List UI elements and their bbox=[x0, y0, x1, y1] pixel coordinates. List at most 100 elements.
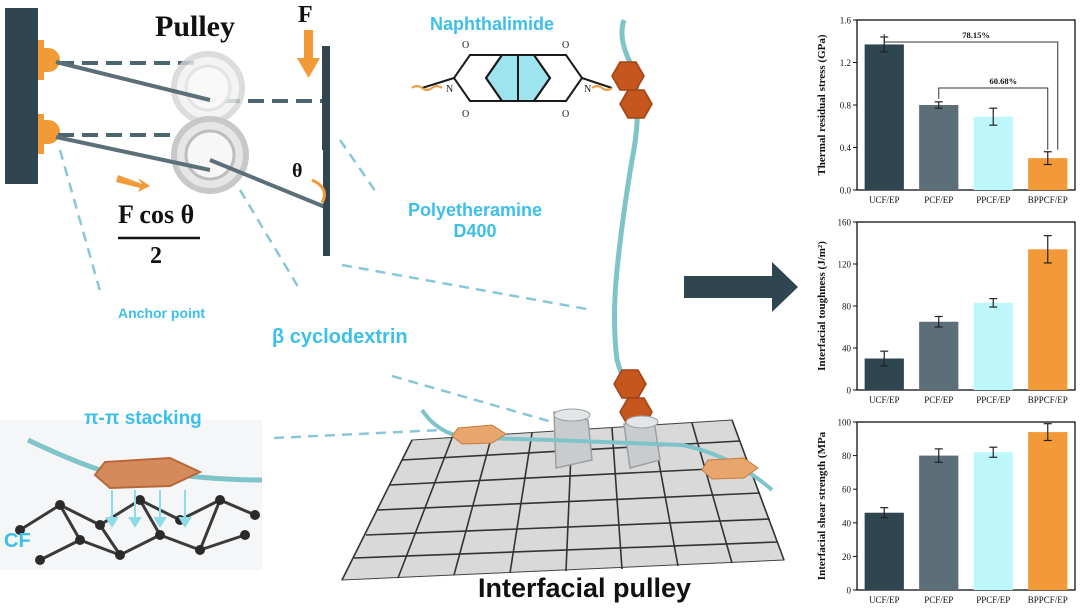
bar-bppcf-ep bbox=[1028, 432, 1068, 590]
leader-stacking bbox=[273, 428, 443, 440]
theta-label: θ bbox=[292, 160, 303, 182]
naphthalimide-label: Naphthalimide bbox=[430, 14, 555, 34]
atom-o2: O bbox=[562, 40, 569, 51]
bar-ppcf-ep bbox=[973, 452, 1013, 590]
big-arrow-shaft bbox=[684, 276, 774, 298]
bar-upper bbox=[322, 46, 330, 150]
force-label: F bbox=[298, 2, 313, 28]
fcos-numerator: F cos θ bbox=[118, 200, 195, 229]
force-arrow-shaft bbox=[304, 30, 313, 60]
bracket-1 bbox=[883, 34, 1059, 150]
x-tick-label: BPPCF/EP bbox=[1028, 195, 1068, 205]
y-tick-label: 60 bbox=[842, 485, 852, 495]
interfacial-pulley-title: Interfacial pulley bbox=[478, 573, 692, 603]
rope-right bbox=[209, 158, 326, 209]
bracket-2 bbox=[938, 87, 1049, 150]
bar-pcf-ep bbox=[919, 105, 959, 190]
inset-bg bbox=[0, 420, 262, 570]
wall-block bbox=[5, 8, 38, 184]
x-tick-label: UCF/EP bbox=[869, 195, 900, 205]
y-tick-label: 0.0 bbox=[840, 186, 852, 196]
x-tick-label: PCF/EP bbox=[924, 395, 953, 405]
x-tick-label: BPPCF/EP bbox=[1028, 595, 1068, 605]
stacking-arrows bbox=[105, 490, 192, 528]
ghost-pulley-hub bbox=[184, 64, 232, 112]
force-arrow-head bbox=[297, 58, 320, 78]
cyclodextrin-label: β cyclodextrin bbox=[272, 326, 408, 348]
top-aromatic-unit bbox=[611, 61, 653, 119]
cf-label: CF bbox=[4, 530, 31, 552]
fcos-denominator: 2 bbox=[150, 243, 162, 269]
y-axis-label: Interfacial shear strength (MPa bbox=[816, 431, 828, 580]
pi-stacking-label: π-π stacking bbox=[84, 408, 202, 429]
big-arrow-head bbox=[772, 262, 798, 312]
bar-ucf-ep bbox=[864, 512, 904, 590]
anchor-bottom-plate bbox=[38, 114, 44, 154]
y-tick-label: 0 bbox=[847, 586, 852, 596]
main-pulley-hub bbox=[184, 129, 236, 181]
bar-pcf-ep bbox=[919, 321, 959, 390]
interfacial-pulley-diagram: O O O O N N bbox=[273, 19, 798, 581]
annotation-2: 60.68% bbox=[989, 76, 1017, 86]
atom-o1: O bbox=[462, 40, 469, 51]
atom-o3: O bbox=[462, 109, 469, 120]
surface-plate-left bbox=[451, 424, 507, 445]
rope-lower bbox=[55, 135, 211, 172]
cf-zoom-inset bbox=[0, 420, 262, 570]
y-tick-label: 40 bbox=[842, 344, 852, 354]
x-tick-label: PCF/EP bbox=[924, 595, 953, 605]
bar-pcf-ep bbox=[919, 455, 959, 590]
y-tick-label: 160 bbox=[838, 218, 852, 228]
fcos-arrow bbox=[116, 175, 150, 192]
bar-ucf-ep bbox=[864, 44, 904, 190]
x-tick-label: PPCF/EP bbox=[976, 595, 1010, 605]
bar-bppcf-ep bbox=[1028, 249, 1068, 390]
y-tick-label: 100 bbox=[838, 418, 852, 428]
leader-pulley bbox=[238, 189, 302, 290]
cf-atoms bbox=[15, 495, 260, 565]
y-axis-label: Interfacial toughness (J/m²) bbox=[816, 241, 828, 371]
surface-plate-right bbox=[701, 457, 759, 480]
inset-aromatic-plate bbox=[93, 456, 203, 490]
naphthalimide-structure bbox=[421, 54, 613, 102]
y-tick-label: 80 bbox=[842, 451, 852, 461]
leader-cyclodextrin bbox=[391, 374, 581, 432]
anchor-point-label: Anchor point bbox=[118, 305, 206, 321]
y-tick-label: 120 bbox=[838, 260, 852, 270]
rope-upper bbox=[55, 60, 211, 102]
polyetheramine-label: Polyetheramine D400 bbox=[395, 200, 555, 242]
leader-rope bbox=[338, 139, 380, 196]
y-tick-label: 40 bbox=[842, 518, 852, 528]
y-tick-label: 0 bbox=[847, 386, 852, 396]
y-tick-label: 80 bbox=[842, 302, 852, 312]
atom-n1: N bbox=[446, 84, 453, 95]
leader-polyetheramine bbox=[341, 263, 593, 312]
polyetheramine-line1: Polyetheramine bbox=[407, 200, 543, 220]
x-tick-label: PCF/EP bbox=[924, 195, 953, 205]
bar-lower bbox=[323, 150, 330, 256]
atom-o4: O bbox=[562, 109, 569, 120]
y-tick-label: 20 bbox=[842, 552, 852, 562]
x-tick-label: UCF/EP bbox=[869, 595, 900, 605]
leader-anchor bbox=[58, 149, 102, 290]
bar-ppcf-ep bbox=[973, 116, 1013, 190]
y-tick-label: 0.8 bbox=[840, 101, 852, 111]
wavy-left bbox=[411, 85, 443, 91]
y-tick-label: 0.4 bbox=[840, 143, 852, 153]
polyetheramine-line2: D400 bbox=[453, 221, 497, 241]
x-tick-label: BPPCF/EP bbox=[1028, 395, 1068, 405]
anchor-top-plate bbox=[38, 40, 44, 80]
cf-lattice bbox=[19, 498, 256, 562]
bar-ppcf-ep bbox=[973, 302, 1013, 390]
y-tick-label: 1.2 bbox=[840, 58, 851, 68]
theta-arc bbox=[311, 178, 326, 204]
y-axis-label: Thermal residual stress (GPa) bbox=[816, 34, 828, 175]
pulley-title: Pulley bbox=[155, 10, 235, 43]
x-tick-label: PPCF/EP bbox=[976, 395, 1010, 405]
x-tick-label: PPCF/EP bbox=[976, 195, 1010, 205]
